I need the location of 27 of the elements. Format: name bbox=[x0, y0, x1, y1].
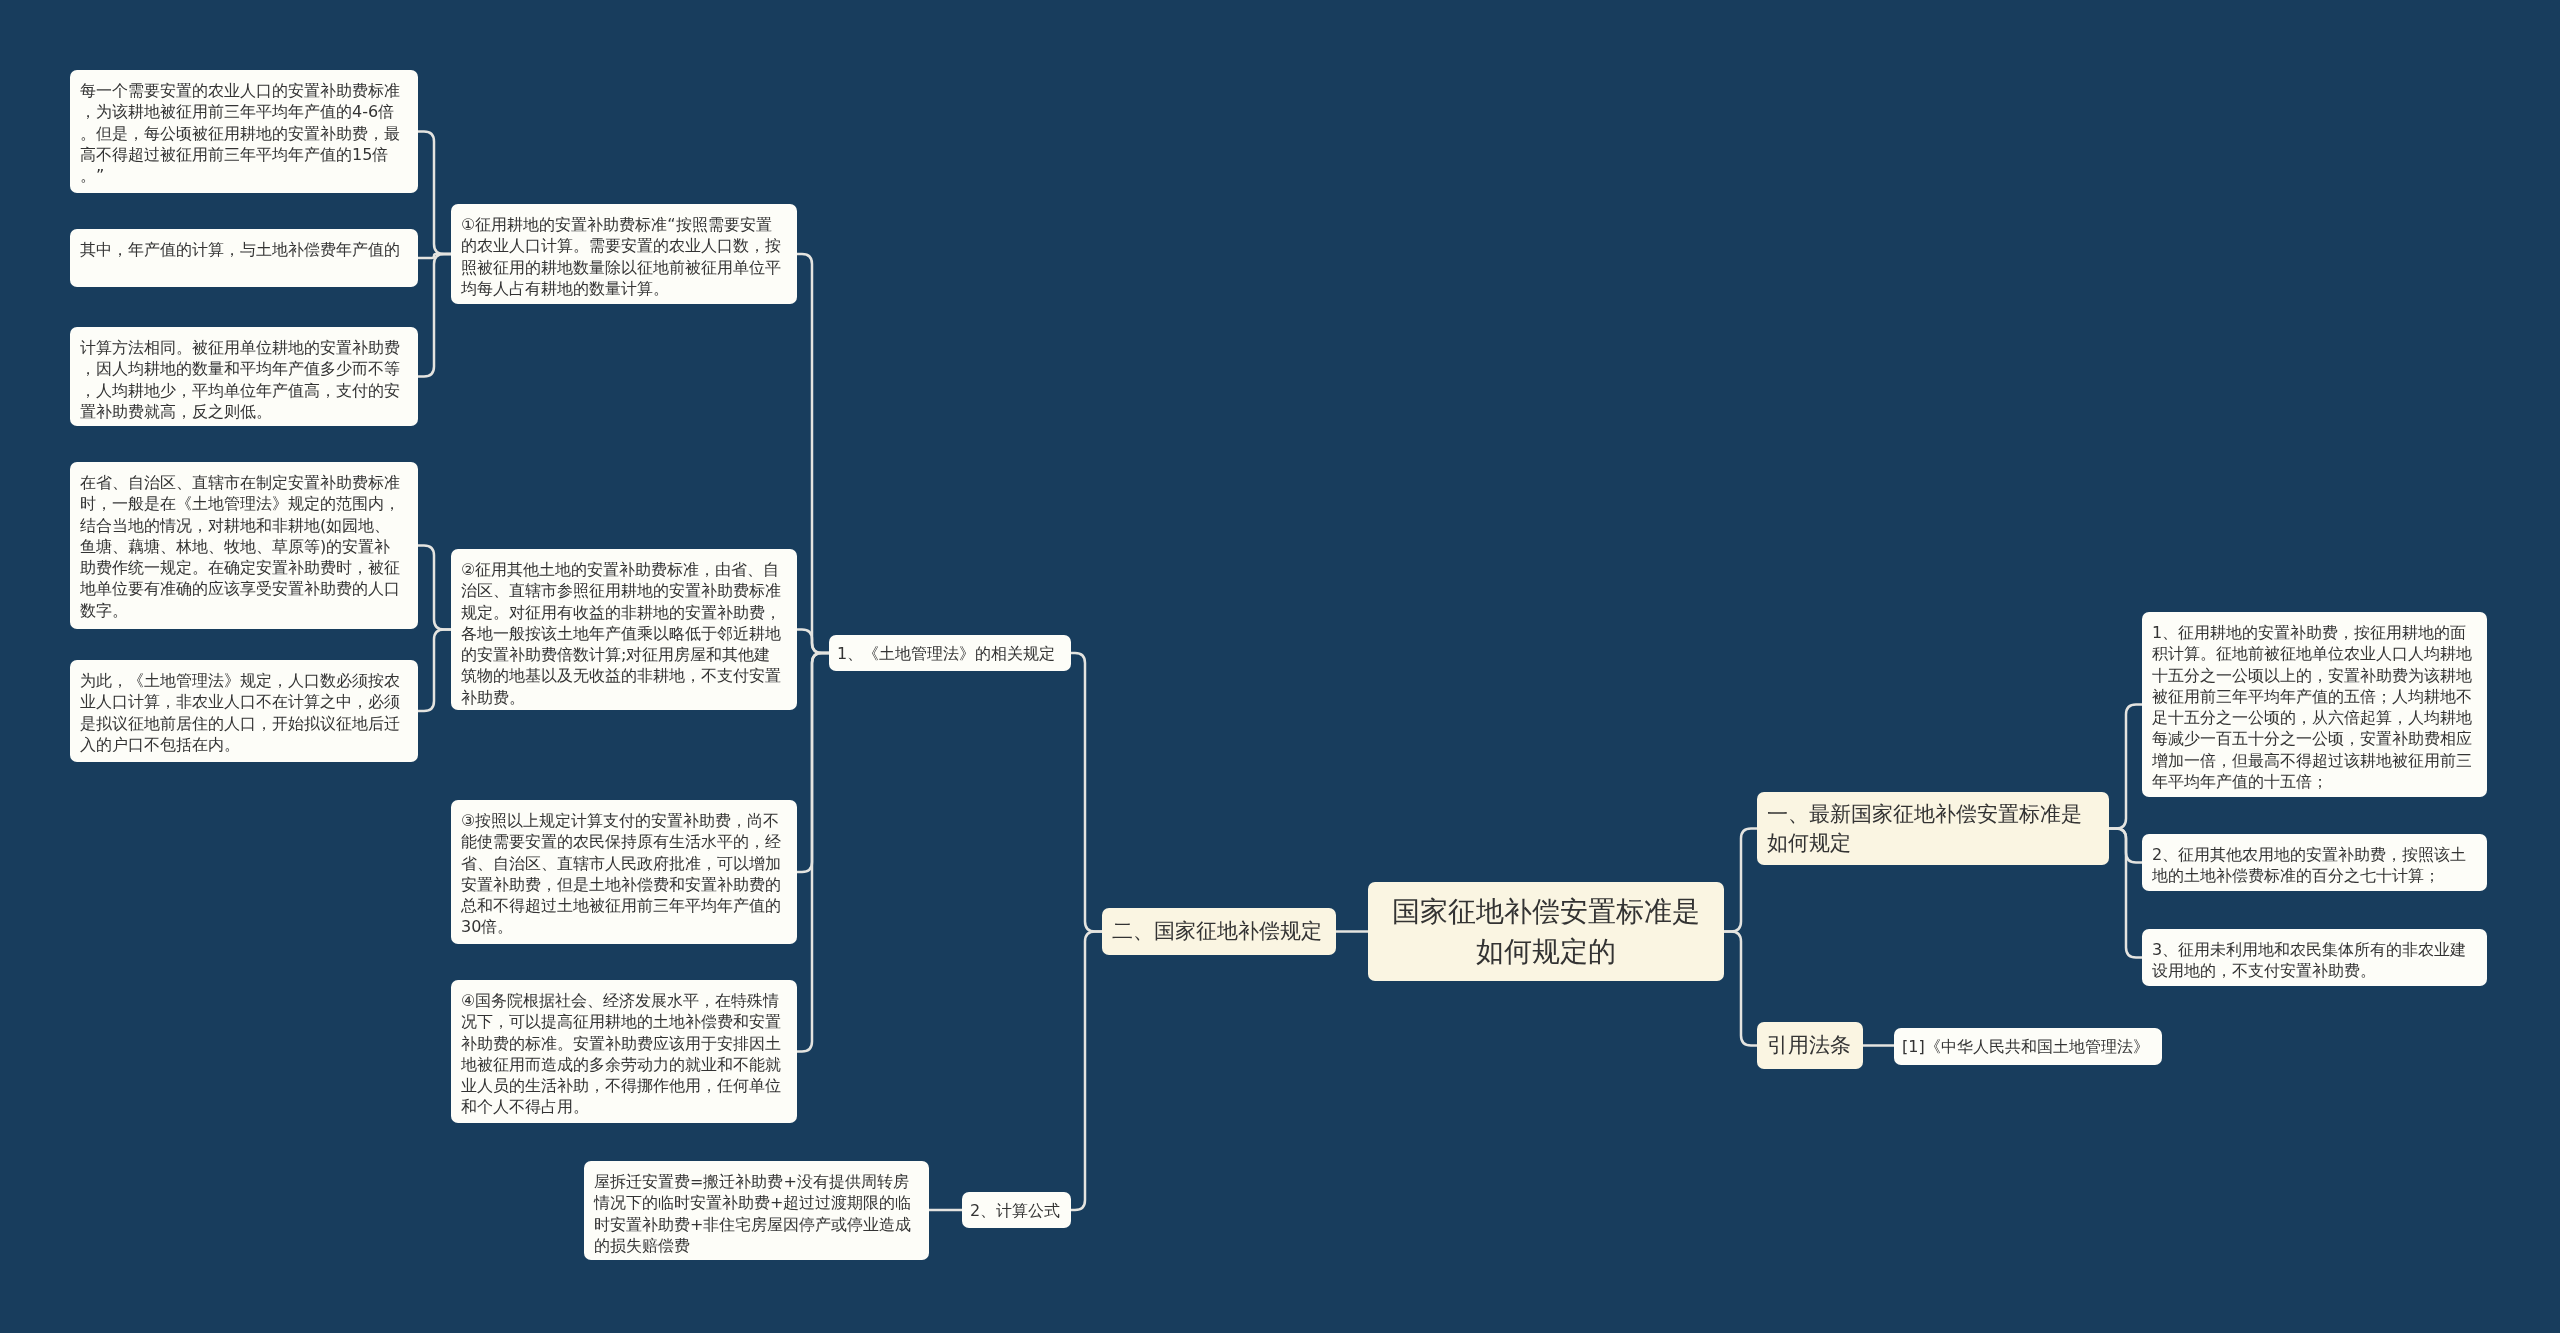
connector-line bbox=[1724, 930, 1757, 1047]
central-topic: 国家征地补偿安置标准是如何规定的 bbox=[1368, 882, 1724, 981]
branch-topic: 二、国家征地补偿规定 bbox=[1102, 908, 1336, 955]
subtopic-label: 1、《土地管理法》的相关规定 bbox=[829, 635, 1071, 671]
connector-line bbox=[1336, 930, 1368, 933]
subtopic-label: 2、计算公式 bbox=[962, 1192, 1071, 1228]
note-card: 3、征用未利用地和农民集体所有的非农业建设用地的，不支付安置补助费。 bbox=[2142, 929, 2487, 986]
note-card: 1、征用耕地的安置补助费，按征用耕地的面积计算。征地前被征地单位农业人口人均耕地十五分之一公顷以上的，安置补助费为该耕地被征用前三年平均年产值的五倍；人均耕地不足十五分之一公顷的，从六倍起算，人均耕地每减少一百五十分之一公顷，安置补助费相应增加一倍，但最高不得超过该耕地被征用前三年平均年产值的十五倍； bbox=[2142, 612, 2487, 797]
subtopic-label: [1]《中华人民共和国土地管理法》 bbox=[1894, 1028, 2162, 1065]
note-card: ②征用其他土地的安置补助费标准，由省、自治区、直辖市参照征用耕地的安置补助费标准规定。对征用有收益的非耕地的安置补助费，各地一般按该土地年产值乘以略低于邻近耕地的安置补助费倍数计算;对征用房屋和其他建筑物的地基以及无收益的非耕地，不支付安置补助费。 bbox=[451, 549, 797, 710]
note-card: ①征用耕地的安置补助费标准“按照需要安置的农业人口计算。需要安置的农业人口数，按照被征用的耕地数量除以征地前被征用单位平均每人占有耕地的数量计算。 bbox=[451, 204, 797, 304]
note-card: ④国务院根据社会、经济发展水平，在特殊情况下，可以提高征用耕地的土地补偿费和安置补助费的标准。安置补助费应该用于安排因土地被征用而造成的多余劳动力的就业和不能就业人员的生活补助，不得挪作他用，任何单位和个人不得占用。 bbox=[451, 980, 797, 1123]
branch-topic: 引用法条 bbox=[1757, 1022, 1863, 1069]
note-card: 为此，《土地管理法》规定，人口数必须按农业人口计算，非农业人口不在计算之中，必须是拟议征地前居住的人口，开始拟议征地后迁入的户口不包括在内。 bbox=[70, 660, 418, 762]
note-card: 其中，年产值的计算，与土地补偿费年产值的 bbox=[70, 229, 418, 287]
connector-line bbox=[929, 1208, 962, 1212]
connector-line bbox=[418, 628, 451, 713]
note-card: 屋拆迁安置费=搬迁补助费+没有提供周转房情况下的临时安置补助费+超过过渡期限的临时安置补助费+非住宅房屋因停产或停业造成的损失赔偿费 bbox=[584, 1161, 929, 1260]
branch-topic: 一、最新国家征地补偿安置标准是如何规定 bbox=[1757, 792, 2109, 865]
note-card: ③按照以上规定计算支付的安置补助费，尚不能使需要安置的农民保持原有生活水平的，经省、自治区、直辖市人民政府批准，可以增加安置补助费，但是土地补偿费和安置补助费的总和不得超过土地被征用前三年平均年产值的30倍。 bbox=[451, 800, 797, 944]
note-card: 2、征用其他农用地的安置补助费，按照该土地的土地补偿费标准的百分之七十计算； bbox=[2142, 834, 2487, 891]
connector-line bbox=[2109, 827, 2142, 959]
note-card: 计算方法相同。被征用单位耕地的安置补助费，因人均耕地的数量和平均年产值多少而不等，人均耕地少，平均单位年产值高，支付的安置补助费就高，反之则低。 bbox=[70, 327, 418, 426]
connector-line bbox=[1863, 1044, 1894, 1047]
connector-line bbox=[418, 252, 451, 378]
note-card: 每一个需要安置的农业人口的安置补助费标准，为该耕地被征用前三年平均年产值的4-6倍。但是，每公顷被征用耕地的安置补助费，最高不得超过被征用前三年平均年产值的15倍。” bbox=[70, 70, 418, 193]
note-card: 在省、自治区、直辖市在制定安置补助费标准时，一般是在《土地管理法》规定的范围内，结合当地的情况，对耕地和非耕地(如园地、鱼塘、藕塘、林地、牧地、草原等)的安置补助费作统一规定。在确定安置补助费时，被征地单位要有准确的应该享受安置补助费的人口数字。 bbox=[70, 462, 418, 629]
